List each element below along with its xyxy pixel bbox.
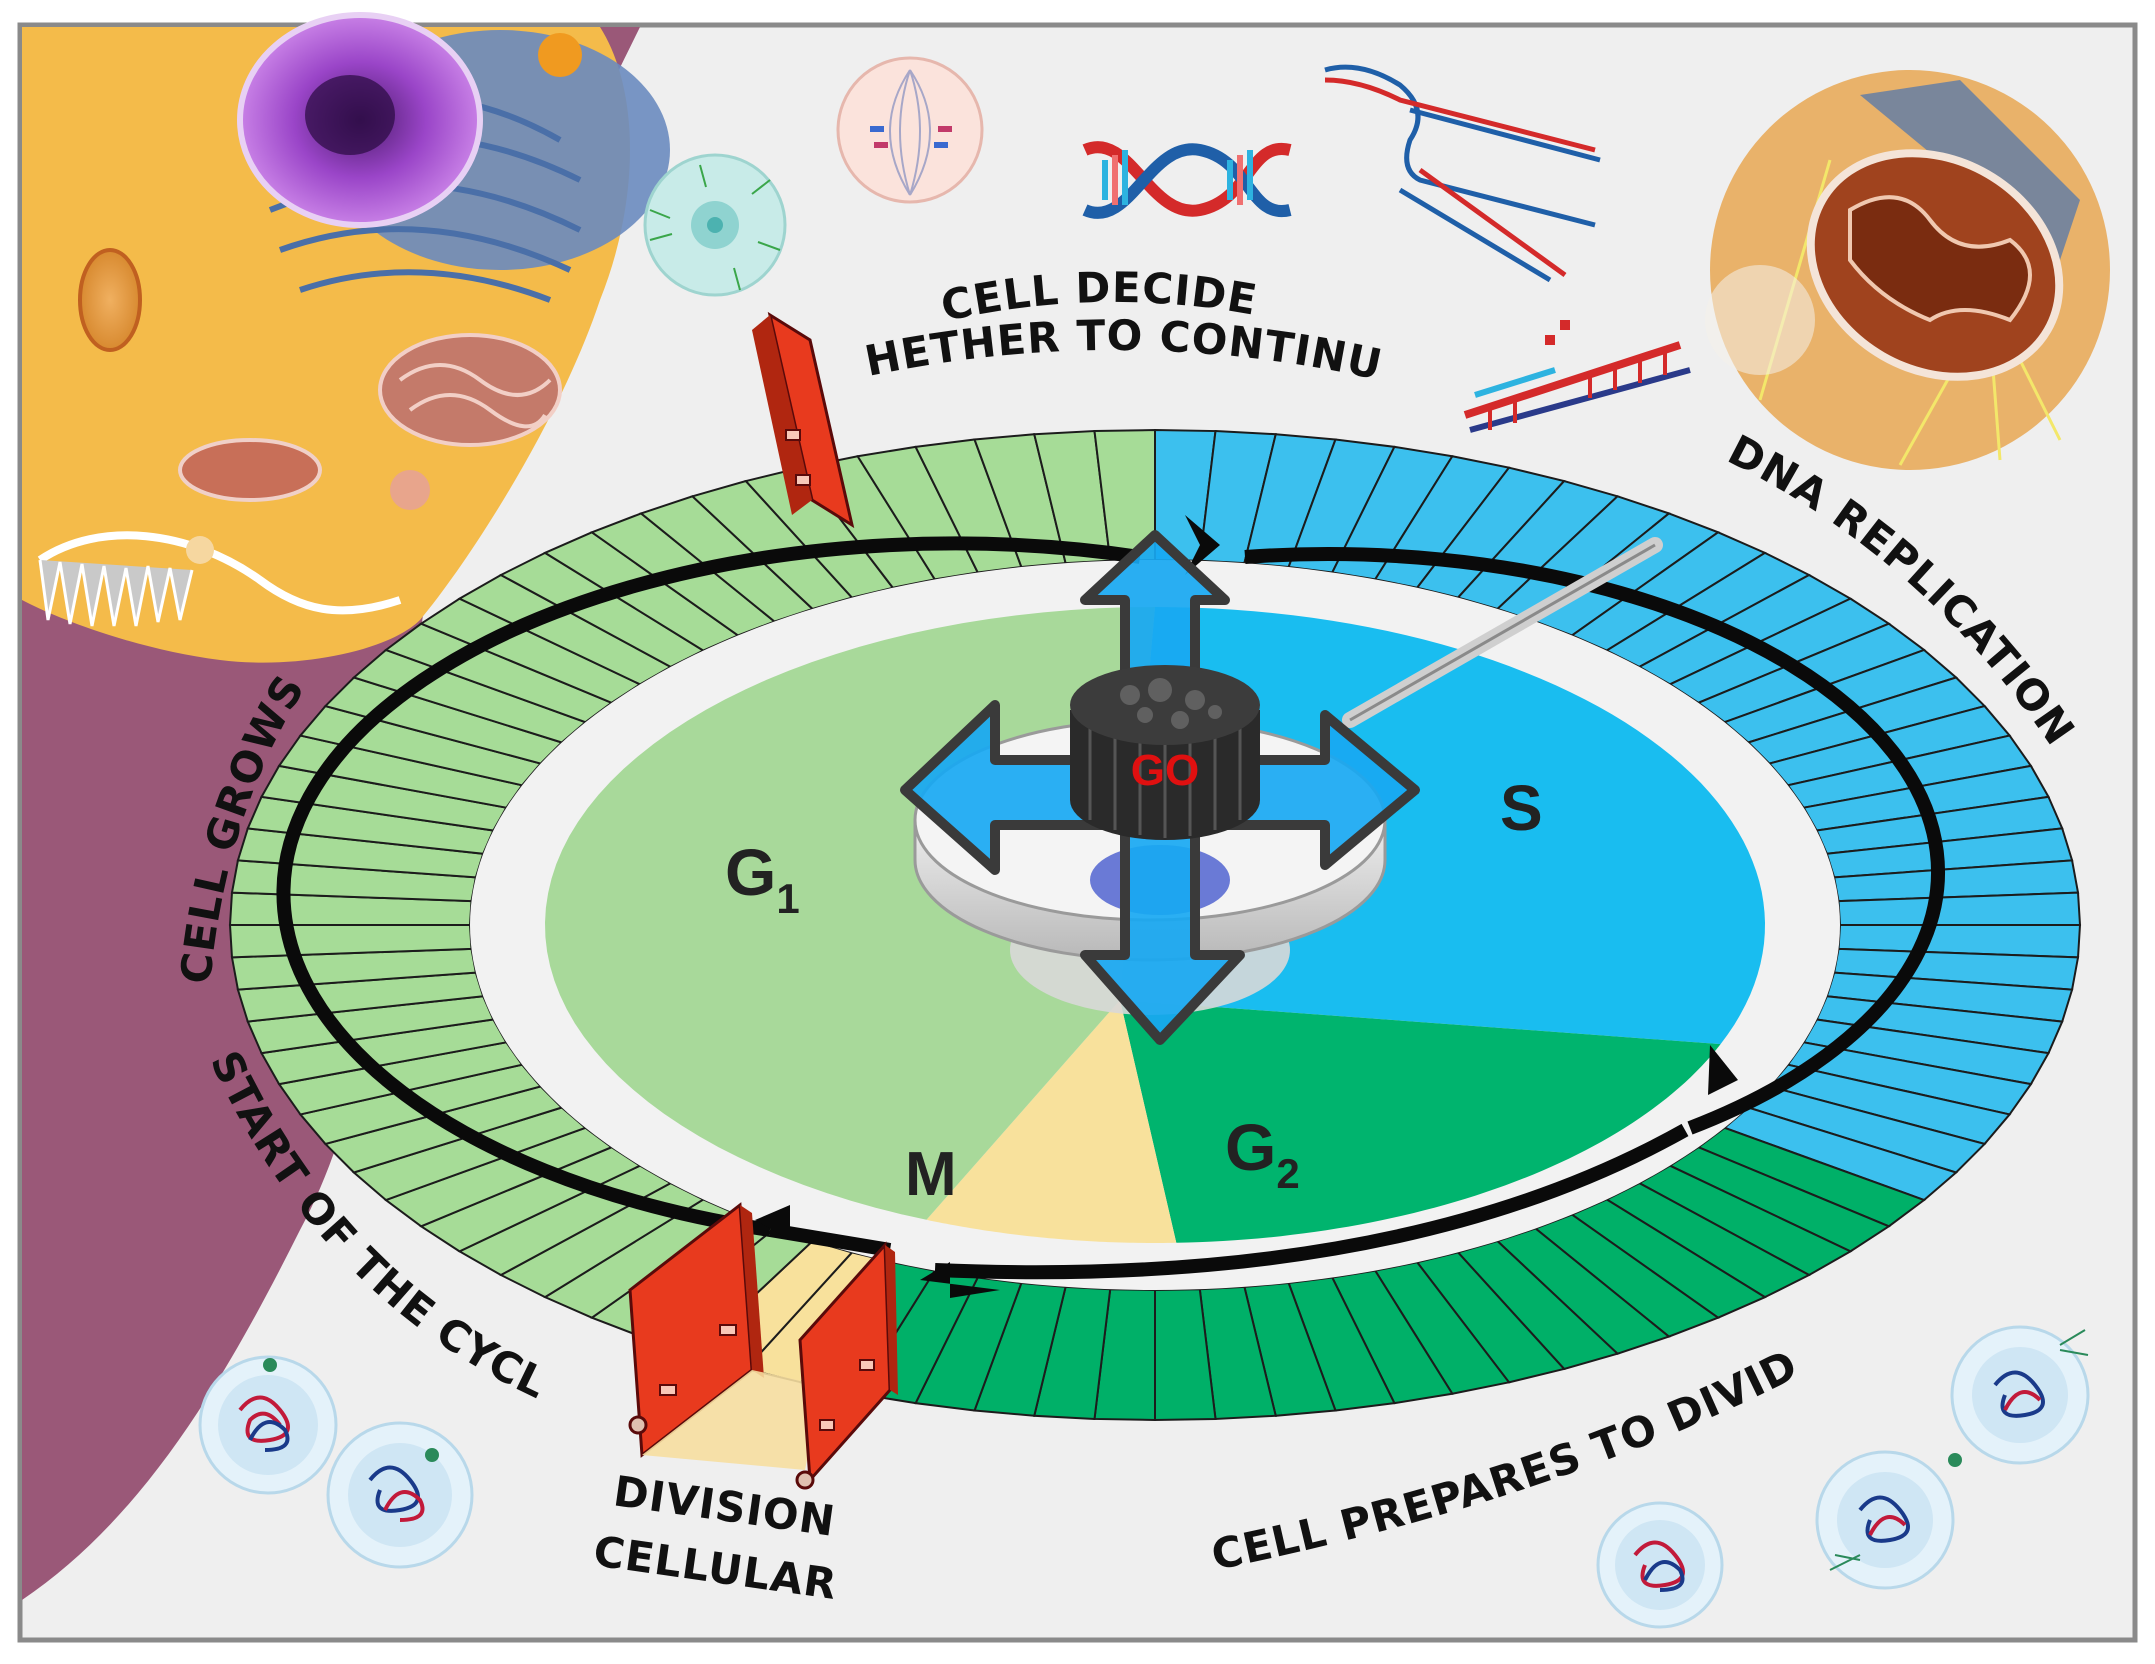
pointer-stick: [1342, 537, 1663, 728]
g2-subscript: 2: [1276, 1150, 1299, 1197]
cell-icon-1: [198, 1355, 338, 1495]
spindle-cell-icon: [836, 56, 984, 204]
arrowhead-g2: [920, 1262, 1000, 1298]
mitochondrion-illustration: [1705, 70, 2110, 470]
gate-floor: [642, 1370, 822, 1470]
aster-cell-icon: [643, 153, 787, 297]
phase-label-g1: G1: [725, 835, 800, 922]
checkpoint-gate-m-left: [628, 1202, 764, 1458]
phase-label-s: S: [1500, 772, 1543, 844]
checkpoint-gate-m-right: [795, 1241, 898, 1490]
phase-wedge-m: [926, 1000, 1177, 1243]
phase-wedge-g2: [1120, 1000, 1721, 1243]
phase-label-m: M: [905, 1140, 957, 1209]
dna-repair-ladder-icon: [1463, 320, 1691, 433]
arrowhead-top: [1185, 515, 1220, 575]
direction-arrowheads: [755, 515, 1738, 1298]
cell-icon-3: [1596, 1501, 1724, 1629]
go-cylinder: GO: [1070, 665, 1260, 840]
cell-icon-5: [1948, 1325, 2090, 1467]
cell-illustration: [22, 12, 670, 663]
g2-letter: G: [1225, 1110, 1276, 1184]
cycle-direction-line: [276, 536, 1946, 1280]
cell-icon-4: [1815, 1450, 1955, 1590]
checkpoint-gate-g1: [752, 311, 855, 529]
arrowhead-m: [755, 1205, 790, 1240]
dna-helix-icon: [1082, 141, 1292, 219]
phase-label-g2: G2: [1225, 1110, 1300, 1197]
g1-subscript: 1: [776, 875, 799, 922]
go-label: GO: [1131, 746, 1199, 795]
dividing-cell-icons: [198, 1325, 2090, 1629]
arrowhead-s: [1708, 1045, 1738, 1095]
g1-letter: G: [725, 835, 776, 909]
dna-replication-strands-icon: [1324, 64, 1601, 283]
cell-icon-2: [326, 1421, 474, 1569]
